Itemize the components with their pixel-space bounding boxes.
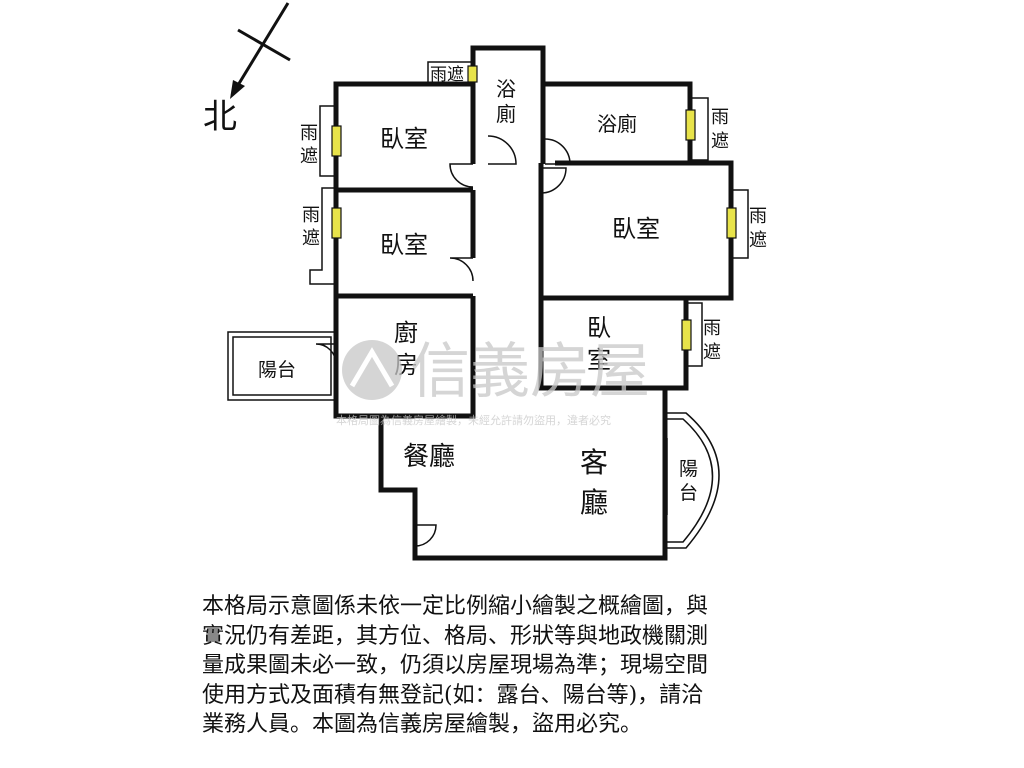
awning-labels: 雨遮 雨 遮 雨 遮 雨 遮 雨 遮 雨 遮 (300, 65, 767, 363)
label-bath-right: 浴廁 (597, 112, 637, 136)
window-right-master (726, 207, 737, 239)
label-awning-left-upper-1: 雨 (300, 123, 318, 144)
label-living-1: 客 (580, 446, 608, 479)
label-awning-right-master-1: 雨 (749, 206, 767, 227)
window-top (467, 65, 478, 83)
label-bedroom-small-2: 室 (587, 346, 611, 374)
compass-arrow-icon (230, 80, 245, 99)
watermark-logo-mark (349, 347, 395, 388)
awnings (309, 61, 749, 367)
awning-left-mid (309, 187, 336, 285)
label-awning-right-small-1: 雨 (703, 318, 721, 339)
label-awning-left-upper-2: 遮 (300, 146, 318, 167)
compass: 北 (203, 2, 291, 137)
label-dining: 餐廳 (403, 442, 455, 472)
compass-crossbar (237, 28, 291, 62)
label-awning-left-mid-2: 遮 (302, 228, 320, 249)
door-entry (414, 524, 437, 547)
north-label: 北 (203, 97, 237, 137)
balcony-right-inner (665, 418, 714, 543)
label-balcony-left: 陽台 (258, 359, 296, 381)
balconies (227, 331, 720, 549)
watermark-notice: 本格局圖為信義房屋繪製，未經允許請勿盜用，違者必究 (336, 413, 611, 427)
label-awning-right-small-2: 遮 (703, 342, 721, 363)
disclaimer-text: 本格局示意圖係未依一定比例縮小繪製之概繪圖，與 實況仍有差距，其方位、格局、形狀… (202, 594, 709, 737)
balcony-right (665, 412, 720, 549)
window-right-small (681, 319, 692, 351)
label-bedroom-small-1: 臥 (587, 314, 611, 342)
doors (315, 135, 668, 547)
door-bath-center (487, 135, 517, 165)
watermark: 信義房屋 本格局圖為信義房屋繪製，未經允許請勿盜用，違者必究 (336, 337, 650, 427)
label-living-2: 廳 (580, 486, 608, 519)
window-left-upper (331, 125, 342, 157)
label-bedroom-mid-left: 臥室 (380, 231, 428, 259)
door-bed2 (449, 257, 474, 282)
watermark-brand: 信義房屋 (410, 337, 650, 407)
label-awning-right-bath-2: 遮 (711, 131, 729, 152)
room-labels: 臥室 浴 廁 浴廁 臥室 臥室 臥 室 廚 房 餐廳 客 廳 陽台 陽 台 (258, 77, 698, 519)
door-kitchen-balcony (315, 343, 337, 365)
windows (331, 65, 737, 351)
label-bath-center-2: 廁 (496, 102, 516, 126)
label-awning-right-bath-1: 雨 (711, 107, 729, 128)
door-bed1 (449, 163, 474, 188)
door-bath-right (544, 138, 571, 165)
label-awning-right-master-2: 遮 (749, 230, 767, 251)
compass-needle (230, 2, 290, 96)
awning-left-upper (319, 105, 336, 177)
watermark-logo-icon (342, 340, 402, 400)
wall-kitchen (381, 296, 476, 419)
awning-right-bath (690, 97, 709, 161)
label-awning-top: 雨遮 (430, 65, 464, 85)
floor-plan: 北 (203, 2, 767, 561)
label-kitchen-1: 廚 (394, 319, 418, 347)
label-awning-left-mid-1: 雨 (302, 205, 320, 226)
label-bedroom-master: 臥室 (612, 215, 660, 243)
wall-small-bedroom (538, 163, 665, 391)
door-master (540, 167, 567, 194)
awning-right-master (731, 189, 749, 259)
balcony-left-inner (232, 336, 332, 396)
label-balcony-right-1: 陽 (679, 458, 698, 480)
label-balcony-right-2: 台 (679, 482, 698, 504)
window-left-mid (331, 207, 342, 239)
label-bath-center-1: 浴 (496, 77, 516, 101)
label-bedroom-top-left: 臥室 (380, 125, 428, 153)
window-right-bath (685, 109, 696, 141)
awning-right-small (686, 302, 703, 367)
